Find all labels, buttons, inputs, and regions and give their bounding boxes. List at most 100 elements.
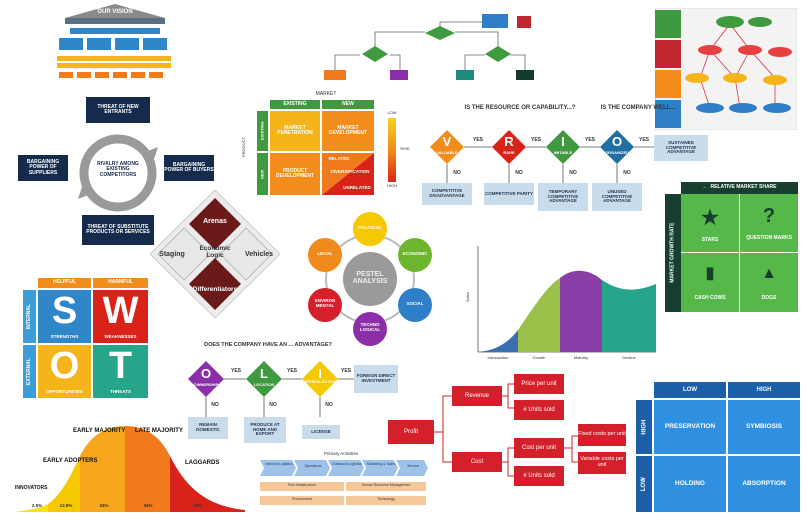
diamond-top: Arenas bbox=[203, 218, 227, 225]
ansoff-cell-tl: MARKET PENETRATION bbox=[270, 111, 320, 151]
oli-l-letter: L bbox=[260, 366, 268, 381]
oli-no-2: NO bbox=[269, 402, 277, 408]
vrio-yes-4: YES bbox=[638, 137, 649, 143]
pestel-technological: TECHNO LOGICAL bbox=[359, 322, 381, 332]
pestel-environmental: ENVIRON MENTAL bbox=[314, 298, 336, 308]
diffusion-curve: INNOVATORS EARLY ADOPTERS EARLY MAJORITY… bbox=[15, 420, 245, 515]
vrio-yes-3: YES bbox=[584, 137, 595, 143]
value-chain-graphic bbox=[260, 460, 428, 505]
dog-icon: ▲ bbox=[761, 265, 777, 282]
oli-o-letter: O bbox=[200, 366, 212, 381]
vrio-r-label: RARE bbox=[503, 150, 515, 155]
oli-title: DOES THE COMPANY HAVE AN ... ADVANTAGE? bbox=[204, 342, 332, 348]
profit-cost-per-unit: Cost per unit bbox=[514, 438, 564, 458]
ansoff-cell-bl: PRODUCT DEVELOPMENT bbox=[270, 153, 320, 195]
vrio-yes-1: YES bbox=[472, 137, 483, 143]
vrio-o-label: ORGANIZED bbox=[605, 150, 629, 155]
vrio-q1: IS THE RESOURCE OR CAPABILITY...? bbox=[464, 105, 576, 111]
bcg-matrix: ←RELATIVE MARKET SHARE MARKET GROWTH RAT… bbox=[665, 182, 798, 312]
vrio-o-letter: O bbox=[611, 134, 623, 149]
matrix-symbiosis: SYMBIOSIS bbox=[728, 400, 800, 454]
oli-i-label: INTERNALIZA TION bbox=[303, 380, 337, 384]
oli-outcome-3: LICENSE bbox=[302, 425, 340, 439]
ansoff-br-related: RELATED bbox=[328, 156, 350, 161]
porter-five-forces: THREAT OF NEW ENTRANTS BARGAINING POWER … bbox=[18, 95, 218, 250]
diff-innovators: INNOVATORS bbox=[15, 485, 48, 491]
swot-weaknesses: WEAKNESSES bbox=[104, 334, 137, 339]
diamond-bottom: Differentiators bbox=[192, 286, 238, 293]
strategy-map-graphic bbox=[655, 8, 797, 130]
oli-yes-2: YES bbox=[286, 368, 297, 374]
swot-threats: THREATS bbox=[110, 389, 131, 394]
vc-primary-2: Operations bbox=[304, 464, 322, 468]
oli-yes-1: YES bbox=[230, 368, 241, 374]
vrio-i-label: IMITABLE bbox=[553, 150, 573, 155]
profit-units-1: # Units sold bbox=[514, 400, 564, 420]
profit-revenue: Revenue bbox=[452, 386, 502, 406]
diff-pct-2: 13.5% bbox=[59, 503, 73, 508]
ansoff-row-label: PRODUCT bbox=[240, 137, 246, 157]
vrio-framework: IS THE RESOURCE OR CAPABILITY...? IS THE… bbox=[420, 105, 710, 220]
pestel-center: PESTEL ANALYSIS bbox=[352, 271, 388, 286]
ansoff-col-new: NEW bbox=[322, 100, 374, 109]
vrio-no-2: NO bbox=[515, 170, 523, 176]
profit-tree: Profit Revenue Cost Price per unit # Uni… bbox=[388, 372, 628, 492]
matrix-preservation: PRESERVATION bbox=[654, 400, 726, 454]
swot-internal: INTERNAL bbox=[23, 290, 36, 343]
vrio-no-4: NO bbox=[623, 170, 631, 176]
org-chart-title: OUR VISION bbox=[97, 9, 133, 15]
strategy-diamond-graphic bbox=[150, 190, 280, 318]
ansoff-cell-tr: MARKET DEVELOPMENT bbox=[322, 111, 374, 151]
vc-primary-1: Inbound Logistics bbox=[265, 462, 293, 466]
matrix-row-high-label: HIGH bbox=[640, 419, 647, 435]
porter-center: RIVALRY AMONG EXISTING COMPETITORS bbox=[97, 161, 139, 178]
pestel-ring-graphic bbox=[308, 212, 432, 346]
diff-early-adopters: EARLY ADOPTERS bbox=[43, 458, 98, 464]
bcg-stars-label: STARS bbox=[701, 237, 719, 243]
pestel-social: SOCIAL bbox=[406, 301, 424, 306]
vc-primary-5: Service bbox=[407, 464, 419, 468]
bcg-header-label: RELATIVE MARKET SHARE bbox=[710, 184, 777, 191]
vc-primary-3: Outbound Logistics bbox=[332, 462, 362, 466]
swot-harmful: HARMFUL bbox=[93, 278, 148, 288]
profit-root: Profit bbox=[388, 420, 434, 444]
ansoff-cell-br-graphic bbox=[322, 153, 374, 195]
oli-i-letter: I bbox=[318, 366, 322, 381]
bcg-side: MARKET GROWTH RATE bbox=[665, 194, 681, 312]
vrio-q2: IS THE COMPANY WELL... bbox=[600, 105, 676, 111]
oli-no-1: NO bbox=[211, 402, 219, 408]
plc-note: Product terminated bbox=[622, 279, 652, 283]
matrix-row-high: HIGH bbox=[636, 400, 652, 454]
oli-outcome-1: REMAIN DOMESTIC bbox=[188, 417, 228, 439]
bcg-cell-dogs bbox=[740, 253, 798, 312]
vrio-outcome-2: COMPETITIVE PARITY bbox=[484, 183, 534, 205]
oli-no-3: NO bbox=[325, 402, 333, 408]
vrio-v-letter: V bbox=[442, 134, 452, 149]
swot-o-letter: O bbox=[49, 345, 80, 387]
profit-cost: Cost bbox=[452, 452, 502, 472]
vrio-outcome-4: UNUSED COMPETITIVE ADVANTAGE bbox=[592, 183, 642, 211]
pestel-economic: ECONOMIC bbox=[402, 251, 428, 256]
diff-pct-4: 34% bbox=[143, 503, 153, 508]
pestel-legal: LEGAL bbox=[317, 251, 333, 256]
porter-top: THREAT OF NEW ENTRANTS bbox=[86, 97, 150, 123]
swot-w-cell bbox=[93, 290, 148, 343]
ansoff-row-new: NEW bbox=[257, 153, 268, 195]
ansoff-row-existing: EXISTING bbox=[257, 111, 268, 151]
bcg-cows-label: CASH COWS bbox=[694, 295, 726, 301]
org-chart: OUR VISION bbox=[55, 2, 175, 82]
swot-s-letter: S bbox=[51, 290, 78, 332]
oli-diamonds-graphic bbox=[188, 361, 354, 417]
ansoff-risk-bar bbox=[388, 118, 396, 182]
vc-support-4: Technology bbox=[377, 497, 395, 501]
strategy-diamond: Arenas Economic Logic Staging Vehicles D… bbox=[150, 190, 280, 318]
value-chain: Primary Activities Inbound Logistics Ope… bbox=[256, 451, 428, 516]
matrix-low: LOW bbox=[654, 382, 726, 398]
diff-late-majority: LATE MAJORITY bbox=[135, 428, 183, 434]
diff-pct-5: 16% bbox=[193, 503, 203, 508]
oli-outcome-2: PRODUCE AT HOME AND EXPORT bbox=[244, 417, 286, 443]
bcg-question-label: QUESTION MARKS bbox=[746, 235, 792, 241]
swot-opportunities: OPPORTUNITIES bbox=[46, 389, 83, 394]
swot-strengths: STRENGTHS bbox=[50, 334, 79, 339]
diff-laggards: LAGGARDS bbox=[185, 460, 220, 466]
